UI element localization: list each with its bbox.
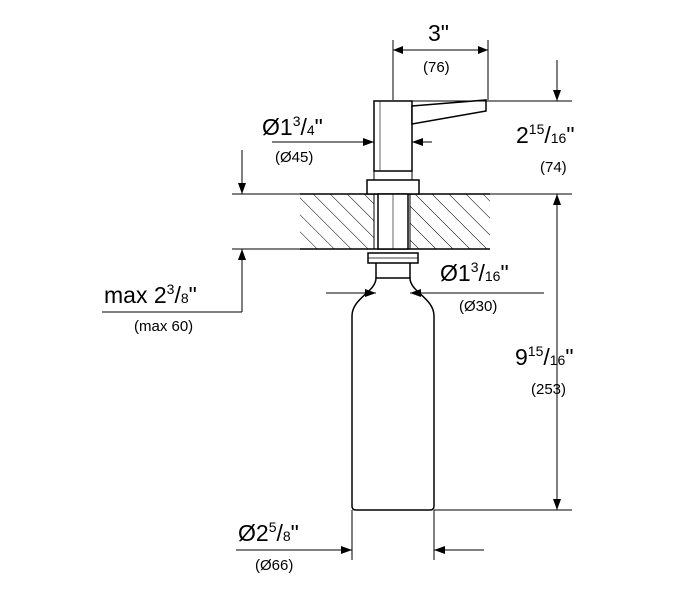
head-diameter-label: Ø13/4" [262,113,323,140]
soap-dispenser [351,99,487,511]
max-thickness-label: max 23/8" [104,281,197,308]
dimension-arrowheads [238,46,561,554]
spout-reach-mm-label: (76) [423,59,450,76]
base-flange [366,179,420,195]
below-length-mm-label: (253) [531,381,567,398]
shank-diameter-label: Ø13/16" [440,259,509,286]
spout [411,99,487,125]
head-diameter-mm-label: (Ø45) [275,149,314,166]
pump-head [373,100,413,172]
shank-diameter-mm-label: (Ø30) [459,298,498,315]
max-thickness-mm-label: (max 60) [134,318,194,335]
spout-reach-label: 3" [428,20,449,46]
bottle-diameter-mm-label: (Ø66) [255,557,294,574]
bottle [351,277,435,511]
head-height-mm-label: (74) [540,159,567,176]
head-height-label: 215/16" [516,121,575,148]
below-length-label: 915/16" [515,343,574,370]
countertop-section [300,193,490,250]
dimension-lines [102,40,572,560]
bottle-diameter-label: Ø25/8" [238,519,299,546]
